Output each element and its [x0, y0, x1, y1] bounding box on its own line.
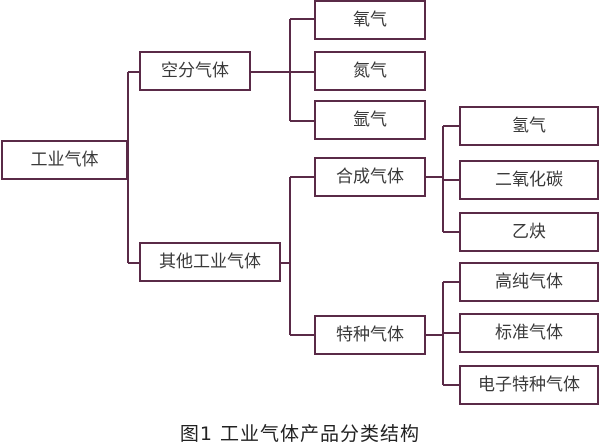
node-label: 氧气 — [353, 10, 387, 30]
tree-connectors — [127, 18, 460, 386]
node-label: 氩气 — [353, 110, 387, 130]
node-argon: 氩气 — [314, 100, 426, 140]
node-label: 工业气体 — [31, 150, 99, 170]
node-standard-gas: 标准气体 — [459, 313, 599, 353]
node-specialty-gas: 特种气体 — [314, 315, 426, 355]
node-synthesis-gas: 合成气体 — [314, 157, 426, 197]
node-label: 氢气 — [512, 116, 546, 136]
node-label: 空分气体 — [161, 61, 229, 81]
node-label: 二氧化碳 — [495, 170, 563, 190]
node-label: 其他工业气体 — [159, 252, 261, 272]
node-label: 合成气体 — [336, 167, 404, 187]
node-acetylene: 乙炔 — [459, 212, 599, 252]
classification-tree: 工业气体 空分气体 其他工业气体 氧气 氮气 氩气 合成气体 特种气体 氢气 二… — [1, 0, 599, 405]
node-label: 特种气体 — [336, 325, 404, 345]
node-label: 标准气体 — [495, 323, 563, 343]
node-high-purity-gas: 高纯气体 — [459, 262, 599, 302]
node-hydrogen: 氢气 — [459, 106, 599, 146]
node-industrial-gas: 工业气体 — [1, 140, 128, 180]
node-air-separation-gas: 空分气体 — [139, 51, 251, 91]
node-label: 电子特种气体 — [478, 375, 580, 395]
node-other-industrial-gas: 其他工业气体 — [139, 242, 281, 282]
node-label: 乙炔 — [512, 222, 546, 242]
node-oxygen: 氧气 — [314, 0, 426, 40]
node-electronic-specialty-gas: 电子特种气体 — [459, 365, 599, 405]
node-label: 高纯气体 — [495, 272, 563, 292]
node-nitrogen: 氮气 — [314, 51, 426, 91]
node-carbon-dioxide: 二氧化碳 — [459, 160, 599, 200]
figure-caption: 图1 工业气体产品分类结构 — [179, 423, 421, 445]
node-label: 氮气 — [353, 61, 387, 81]
